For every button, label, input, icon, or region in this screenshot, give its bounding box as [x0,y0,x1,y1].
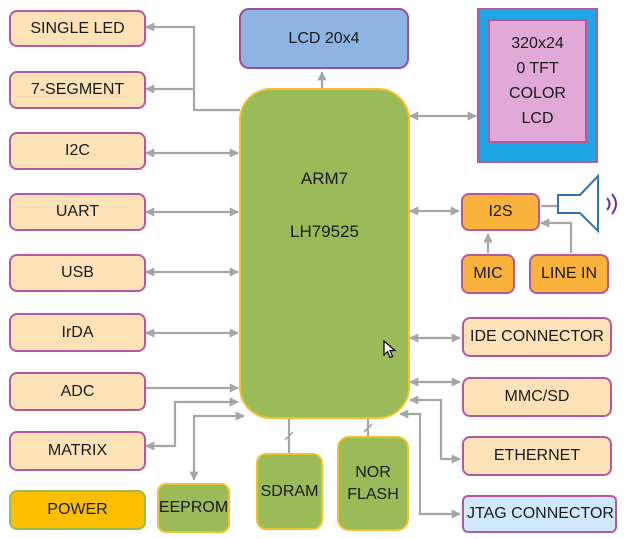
i2s-block: I2S [461,193,540,231]
adc-block: ADC [9,372,146,411]
speaker-icon [557,173,599,234]
tft-lcd-block: 320x24 0 TFT COLOR LCD [488,19,587,143]
mic-block: MIC [461,254,515,294]
single-led-block: SINGLE LED [9,10,146,47]
power-block: POWER [9,490,146,530]
matrix-block: MATRIX [9,431,146,471]
uart-block: UART [9,193,146,231]
lcd-20x4-block: LCD 20x4 [239,8,409,69]
irda-block: IrDA [9,313,146,352]
cpu-part-label: LH79525 [289,221,359,241]
wire-eeprom [189,411,245,481]
usb-block: USB [9,254,146,292]
line-in-block: LINE IN [529,254,609,294]
sound-wave-icon [606,193,617,215]
bus-slash-sdram [284,431,294,441]
wire-matrix [145,397,239,451]
i2c-block: I2C [9,132,146,170]
sdram-block: SDRAM [256,453,323,530]
eeprom-block: EEPROM [157,483,230,533]
jtag-connector-block: JTAG CONNECTOR [462,495,617,533]
wire-single-led [145,22,240,112]
tft-lcd-frame: 320x24 0 TFT COLOR LCD [477,8,598,163]
bus-slash-nor-flash [363,423,373,433]
nor-flash-block: NOR FLASH [337,436,409,531]
ethernet-block: ETHERNET [462,436,612,476]
wire-jtag [399,409,461,519]
cpu-block: ARM7 LH79525 [239,88,410,419]
wire-line-in [540,218,573,253]
ide-connector-block: IDE CONNECTOR [462,317,612,357]
cpu-core-label: ARM7 [300,169,349,188]
mouse-cursor-icon [383,340,397,359]
mmc-sd-block: MMC/SD [462,377,612,417]
7-segment-block: 7-SEGMENT [9,71,146,109]
wire-ethernet [409,395,461,464]
